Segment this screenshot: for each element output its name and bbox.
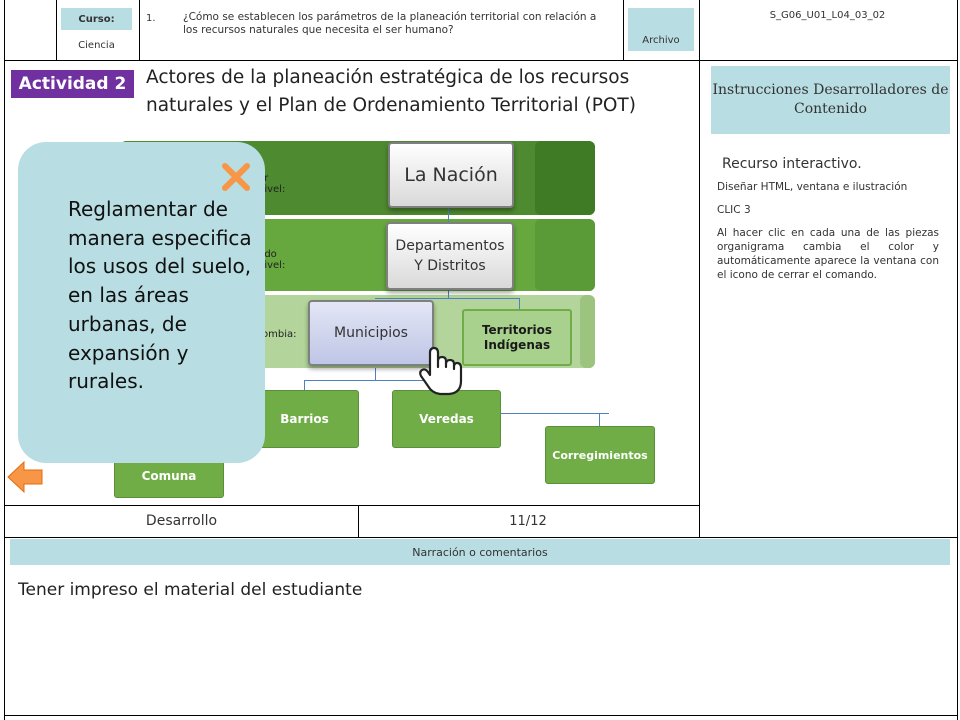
connector <box>519 298 520 309</box>
narration-header: Narración o comentarios <box>10 539 950 565</box>
node-departamentos-line1: Departamentos <box>395 238 505 254</box>
instructions-p1: Diseñar HTML, ventana e ilustración <box>717 181 908 193</box>
band-2-label: ndo nivel: <box>258 249 286 271</box>
connector <box>501 413 609 414</box>
hand-cursor-icon <box>419 346 463 396</box>
grid-line <box>56 0 57 60</box>
node-municipios[interactable]: Municipios <box>308 300 434 366</box>
connector <box>375 298 520 299</box>
file-code: S_G06_U01_L04_03_02 <box>769 10 886 21</box>
connector <box>448 290 449 298</box>
grid-line <box>957 0 958 720</box>
back-arrow-icon[interactable] <box>7 460 43 494</box>
node-territorios-indigenas[interactable]: Territorios Indígenas <box>462 309 572 366</box>
grid-line <box>358 505 359 537</box>
node-departamentos-line2: Y Distritos <box>414 258 486 274</box>
band-3-label: ombia: <box>262 329 297 340</box>
grid-line <box>4 505 699 506</box>
grid-line <box>4 60 958 61</box>
connector <box>448 208 449 224</box>
level-band-3-end <box>580 295 595 368</box>
connector <box>304 380 447 381</box>
question-text: ¿Cómo se establecen los parámetros de la… <box>183 11 597 36</box>
node-departamentos[interactable]: Departamentos Y Distritos <box>386 222 514 290</box>
instructions-description: Diseñar HTML, ventana e ilustración CLIC… <box>717 180 939 291</box>
node-nacion[interactable]: La Nación <box>388 142 514 208</box>
close-icon[interactable] <box>220 162 252 192</box>
connector <box>375 368 376 380</box>
level-band-2-end <box>535 219 595 291</box>
grid-line <box>623 0 624 60</box>
connector <box>599 413 600 427</box>
activity-title: Actores de la planeación estratégica de … <box>146 67 636 116</box>
grid-line <box>4 0 5 720</box>
grid-line <box>4 715 958 716</box>
curso-label: Curso: <box>61 8 132 30</box>
activity-badge: Actividad 2 <box>11 70 134 98</box>
popup-text: Reglamentar de manera especifica los uso… <box>68 197 252 394</box>
page-number: 11/12 <box>509 513 547 529</box>
popup-window <box>18 142 265 463</box>
archivo-label: Archivo <box>628 8 694 51</box>
status-stage: Desarrollo <box>145 513 218 529</box>
instructions-p3: Al hacer clic en cada una de las piezas … <box>717 227 939 281</box>
node-barrios[interactable]: Barrios <box>250 390 359 448</box>
node-veredas[interactable]: Veredas <box>392 390 501 448</box>
grid-line <box>699 0 700 537</box>
narration-comment: Tener impreso el material del estudiante <box>18 580 363 600</box>
grid-line <box>4 537 958 538</box>
curso-value: Ciencia <box>78 40 115 51</box>
connector <box>304 380 305 390</box>
level-band-1-end <box>535 141 595 215</box>
question-number: 1. <box>146 13 156 24</box>
grid-line <box>139 0 140 60</box>
resource-type: Recurso interactivo. <box>722 156 862 172</box>
instructions-p2: CLIC 3 <box>717 204 751 216</box>
node-corregimientos[interactable]: Corregimientos <box>545 426 655 484</box>
instructions-header: Instrucciones Desarrolladores de Conteni… <box>711 66 950 134</box>
